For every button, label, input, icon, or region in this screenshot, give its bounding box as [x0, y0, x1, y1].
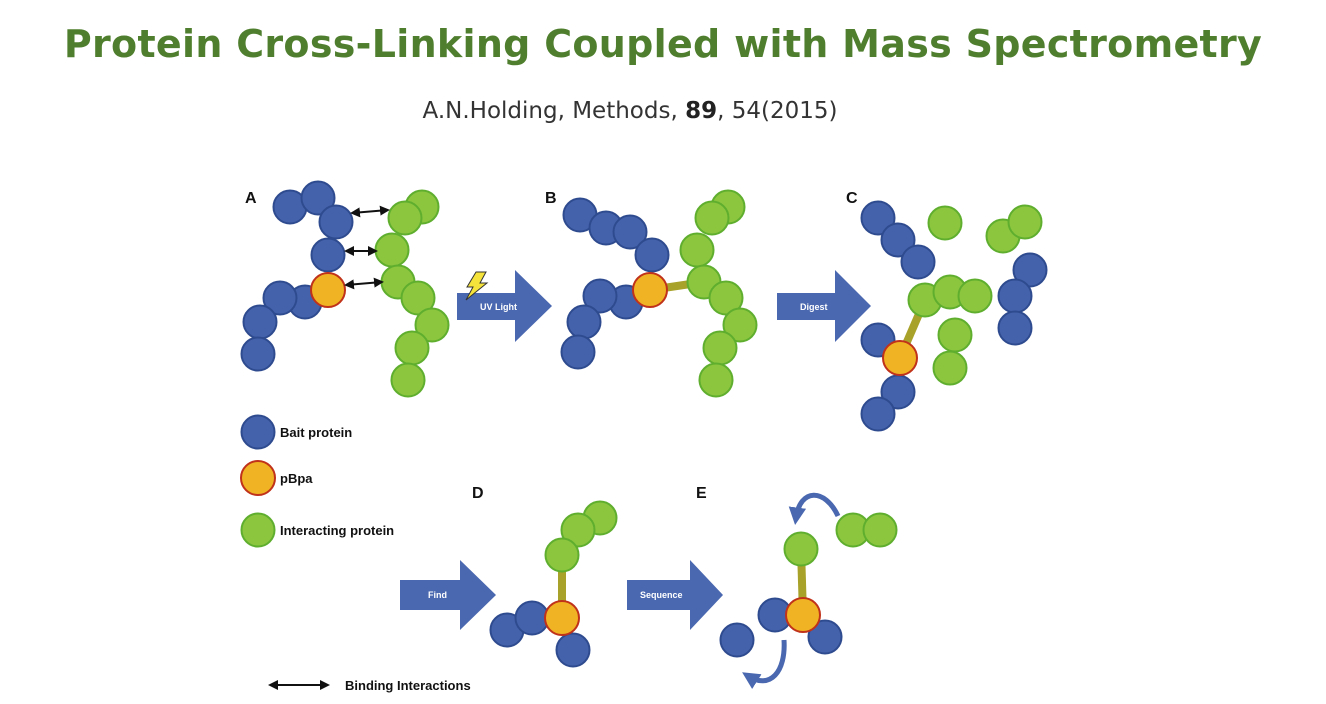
bait-protein-circle: [300, 180, 336, 216]
pbpa-circle: [240, 460, 276, 496]
interacting-protein-circle: [698, 362, 734, 398]
bait-protein-circle: [555, 632, 591, 668]
pbpa-circle: [544, 600, 580, 636]
bait-protein-circle: [860, 396, 896, 432]
step-arrow-uv-light: UV Light: [457, 270, 552, 342]
interacting-protein-circle: [957, 278, 993, 314]
bait-protein-circle: [514, 600, 550, 636]
bait-protein-circle: [560, 334, 596, 370]
pbpa-circle: [310, 272, 346, 308]
interacting-protein-circle: [560, 512, 596, 548]
interacting-protein-circle: [394, 330, 430, 366]
legend: Bait protein pBpa Interacting protein Bi…: [268, 425, 471, 693]
bait-protein-circle: [997, 278, 1033, 314]
interacting-protein-circle: [783, 531, 819, 567]
curved-arrow-top: [788, 492, 841, 525]
panel-label-c: C: [846, 190, 858, 207]
interacting-protein-circle: [387, 200, 423, 236]
interacting-protein-circle: [374, 232, 410, 268]
legend-pbpa-label: pBpa: [280, 471, 313, 486]
interacting-protein-circle: [414, 307, 450, 343]
citation-rest: , 54(2015): [717, 98, 838, 124]
binding-arrows: [344, 205, 390, 290]
legend-interacting-label: Interacting protein: [280, 523, 394, 538]
pbpa-circle: [785, 597, 821, 633]
bait-protein-circle: [240, 336, 276, 372]
bait-protein-circle: [612, 214, 648, 250]
interacting-protein-circle: [694, 200, 730, 236]
citation: A.N.Holding, Methods, 89, 54(2015): [0, 98, 1260, 124]
step-label-uv-light: UV Light: [480, 302, 517, 312]
step-arrow-sequence: Sequence: [627, 560, 723, 630]
bait-protein-circle: [582, 278, 618, 314]
citation-volume: 89: [685, 98, 718, 124]
step-arrow-digest: Digest: [777, 270, 871, 342]
step-arrow-find: Find: [400, 560, 496, 630]
interacting-protein-circle: [932, 350, 968, 386]
bait-protein-circle: [997, 310, 1033, 346]
step-label-sequence: Sequence: [640, 590, 683, 600]
bait-protein-circle: [262, 280, 298, 316]
bait-protein-circle: [880, 222, 916, 258]
panel-label-d: D: [472, 485, 484, 502]
interacting-protein-circle: [544, 537, 580, 573]
lightning-icon: [465, 271, 489, 301]
interacting-protein-circle: [240, 512, 276, 548]
interacting-protein-circle: [679, 232, 715, 268]
bait-protein-circle: [318, 204, 354, 240]
bait-protein-circle: [240, 414, 276, 450]
panel-label-a: A: [245, 190, 257, 207]
bait-protein-circle: [242, 304, 278, 340]
panel-label-b: B: [545, 190, 557, 207]
bait-protein-circle: [310, 237, 346, 273]
interacting-protein-circle: [862, 512, 898, 548]
bait-protein-circle: [719, 622, 755, 658]
slide-title: Protein Cross-Linking Coupled with Mass …: [63, 22, 1263, 66]
pbpa-circle: [882, 340, 918, 376]
interacting-protein-circle: [390, 362, 426, 398]
bait-protein-circle: [807, 619, 843, 655]
legend-bait-label: Bait protein: [280, 425, 352, 440]
interacting-protein-circle: [702, 330, 738, 366]
bait-protein-circle: [634, 237, 670, 273]
pbpa-circle: [632, 272, 668, 308]
interacting-protein-circle: [722, 307, 758, 343]
interacting-protein-circle: [1007, 204, 1043, 240]
bait-protein-circle: [900, 244, 936, 280]
bait-protein-circle: [1012, 252, 1048, 288]
interacting-protein-circle: [927, 205, 963, 241]
interacting-protein-circle: [937, 317, 973, 353]
citation-authors: A.N.Holding, Methods,: [422, 98, 686, 124]
panel-label-e: E: [696, 485, 707, 502]
curved-arrow-bottom: [742, 639, 787, 690]
step-label-digest: Digest: [800, 302, 828, 312]
bait-protein-circle: [860, 200, 896, 236]
bait-protein-circle: [566, 304, 602, 340]
step-label-find: Find: [428, 590, 447, 600]
legend-binding-label: Binding Interactions: [345, 678, 471, 693]
